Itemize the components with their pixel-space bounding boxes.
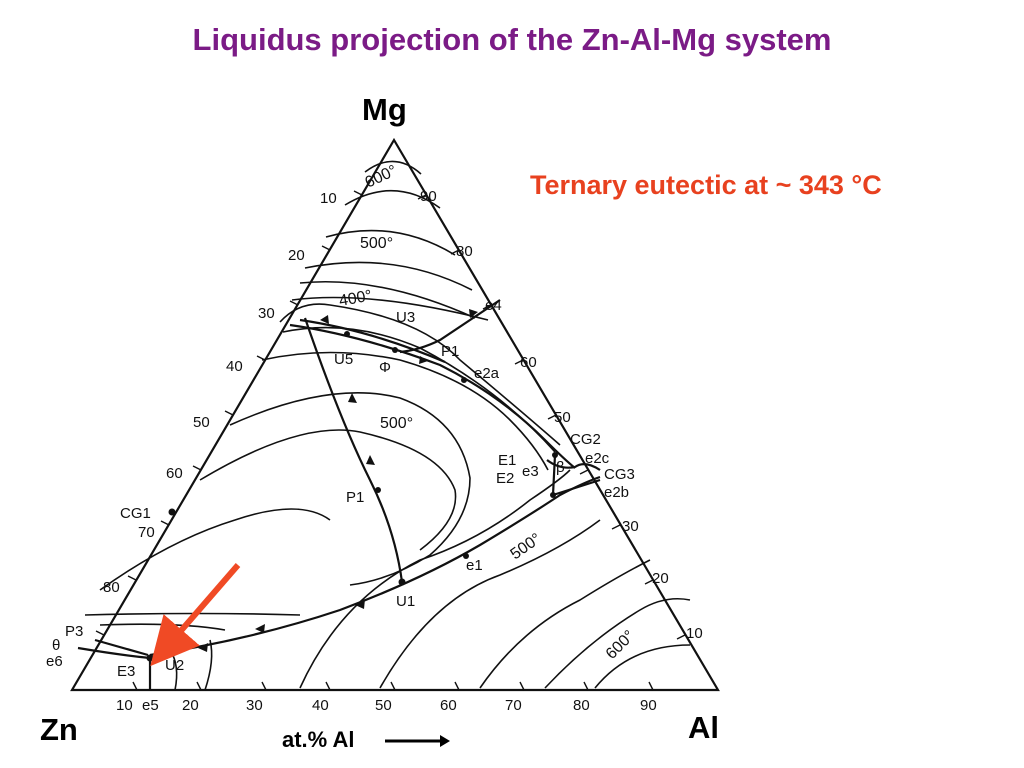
label-e6: e6 [46, 653, 63, 670]
label-E2: E2 [496, 470, 514, 487]
tick-left-60: 60 [166, 465, 183, 482]
label-CG3: CG3 [604, 466, 635, 483]
tick-right-10: 10 [686, 625, 703, 642]
line-arrows [198, 309, 478, 652]
label-e1: e1 [466, 557, 483, 574]
axis-direction-arrowhead [440, 735, 450, 747]
tick-right-50: 50 [554, 409, 571, 426]
tick-bottom-60: 60 [440, 697, 457, 714]
label-beta: β [556, 459, 565, 476]
label-E3: E3 [117, 663, 135, 680]
label-E1: E1 [498, 452, 516, 469]
label-P3: P3 [65, 623, 83, 640]
tick-right-90: 90 [420, 188, 437, 205]
tick-bottom-30: 30 [246, 697, 263, 714]
label-U5: U5 [334, 351, 353, 368]
tick-right-80: 80 [456, 243, 473, 260]
tick-marks [95, 190, 686, 691]
label-U2: U2 [165, 657, 184, 674]
highlight-arrow [150, 563, 241, 667]
tick-left-50: 50 [193, 414, 210, 431]
label-CG2: CG2 [570, 431, 601, 448]
label-e2a: e2a [474, 365, 500, 382]
tick-left-80: 80 [103, 579, 120, 596]
tick-bottom-10: 10 [116, 697, 133, 714]
tick-left-40: 40 [226, 358, 243, 375]
tick-right-20: 20 [652, 570, 669, 587]
vertex-label-right: Al [688, 710, 719, 745]
label-theta: θ [52, 637, 60, 654]
axis-label-al: at.% Al [282, 727, 355, 752]
tick-bottom-80: 80 [573, 697, 590, 714]
isotherm-label-500-right: 500° [508, 530, 545, 563]
label-U1: U1 [396, 593, 415, 610]
label-e3: e3 [522, 463, 539, 480]
tick-right-60: 60 [520, 354, 537, 371]
isotherm-label-600-top: 600° [363, 162, 400, 191]
isotherm-label-500-middle: 500° [380, 415, 413, 432]
label-P1-lower: P1 [346, 489, 364, 506]
vertex-label-top: Mg [362, 92, 407, 127]
tick-bottom-50: 50 [375, 697, 392, 714]
tick-right-30: 30 [622, 518, 639, 535]
univariant-lines [77, 299, 601, 690]
tick-bottom-20: 20 [182, 697, 199, 714]
tick-left-20: 20 [288, 247, 305, 264]
label-P1-upper: P1 [441, 343, 459, 360]
label-phi: Φ [379, 359, 391, 376]
label-e2b: e2b [604, 484, 629, 501]
tick-bottom-40: 40 [312, 697, 329, 714]
label-CG1: CG1 [120, 505, 151, 522]
tick-left-70: 70 [138, 524, 155, 541]
label-U3: U3 [396, 309, 415, 326]
label-e5: e5 [142, 697, 159, 714]
isotherm-label-400: 400° [338, 287, 374, 309]
isotherm-label-500-top: 500° [360, 235, 393, 252]
tick-bottom-90: 90 [640, 697, 657, 714]
tick-left-10: 10 [320, 190, 337, 207]
tick-left-30: 30 [258, 305, 275, 322]
label-e4: e4 [485, 297, 502, 314]
label-e2c: e2c [585, 450, 610, 467]
eutectic-annotation: Ternary eutectic at ~ 343 °C [530, 170, 882, 200]
slide-title: Liquidus projection of the Zn-Al-Mg syst… [192, 22, 832, 57]
tick-bottom-70: 70 [505, 697, 522, 714]
vertex-label-left: Zn [40, 712, 78, 747]
